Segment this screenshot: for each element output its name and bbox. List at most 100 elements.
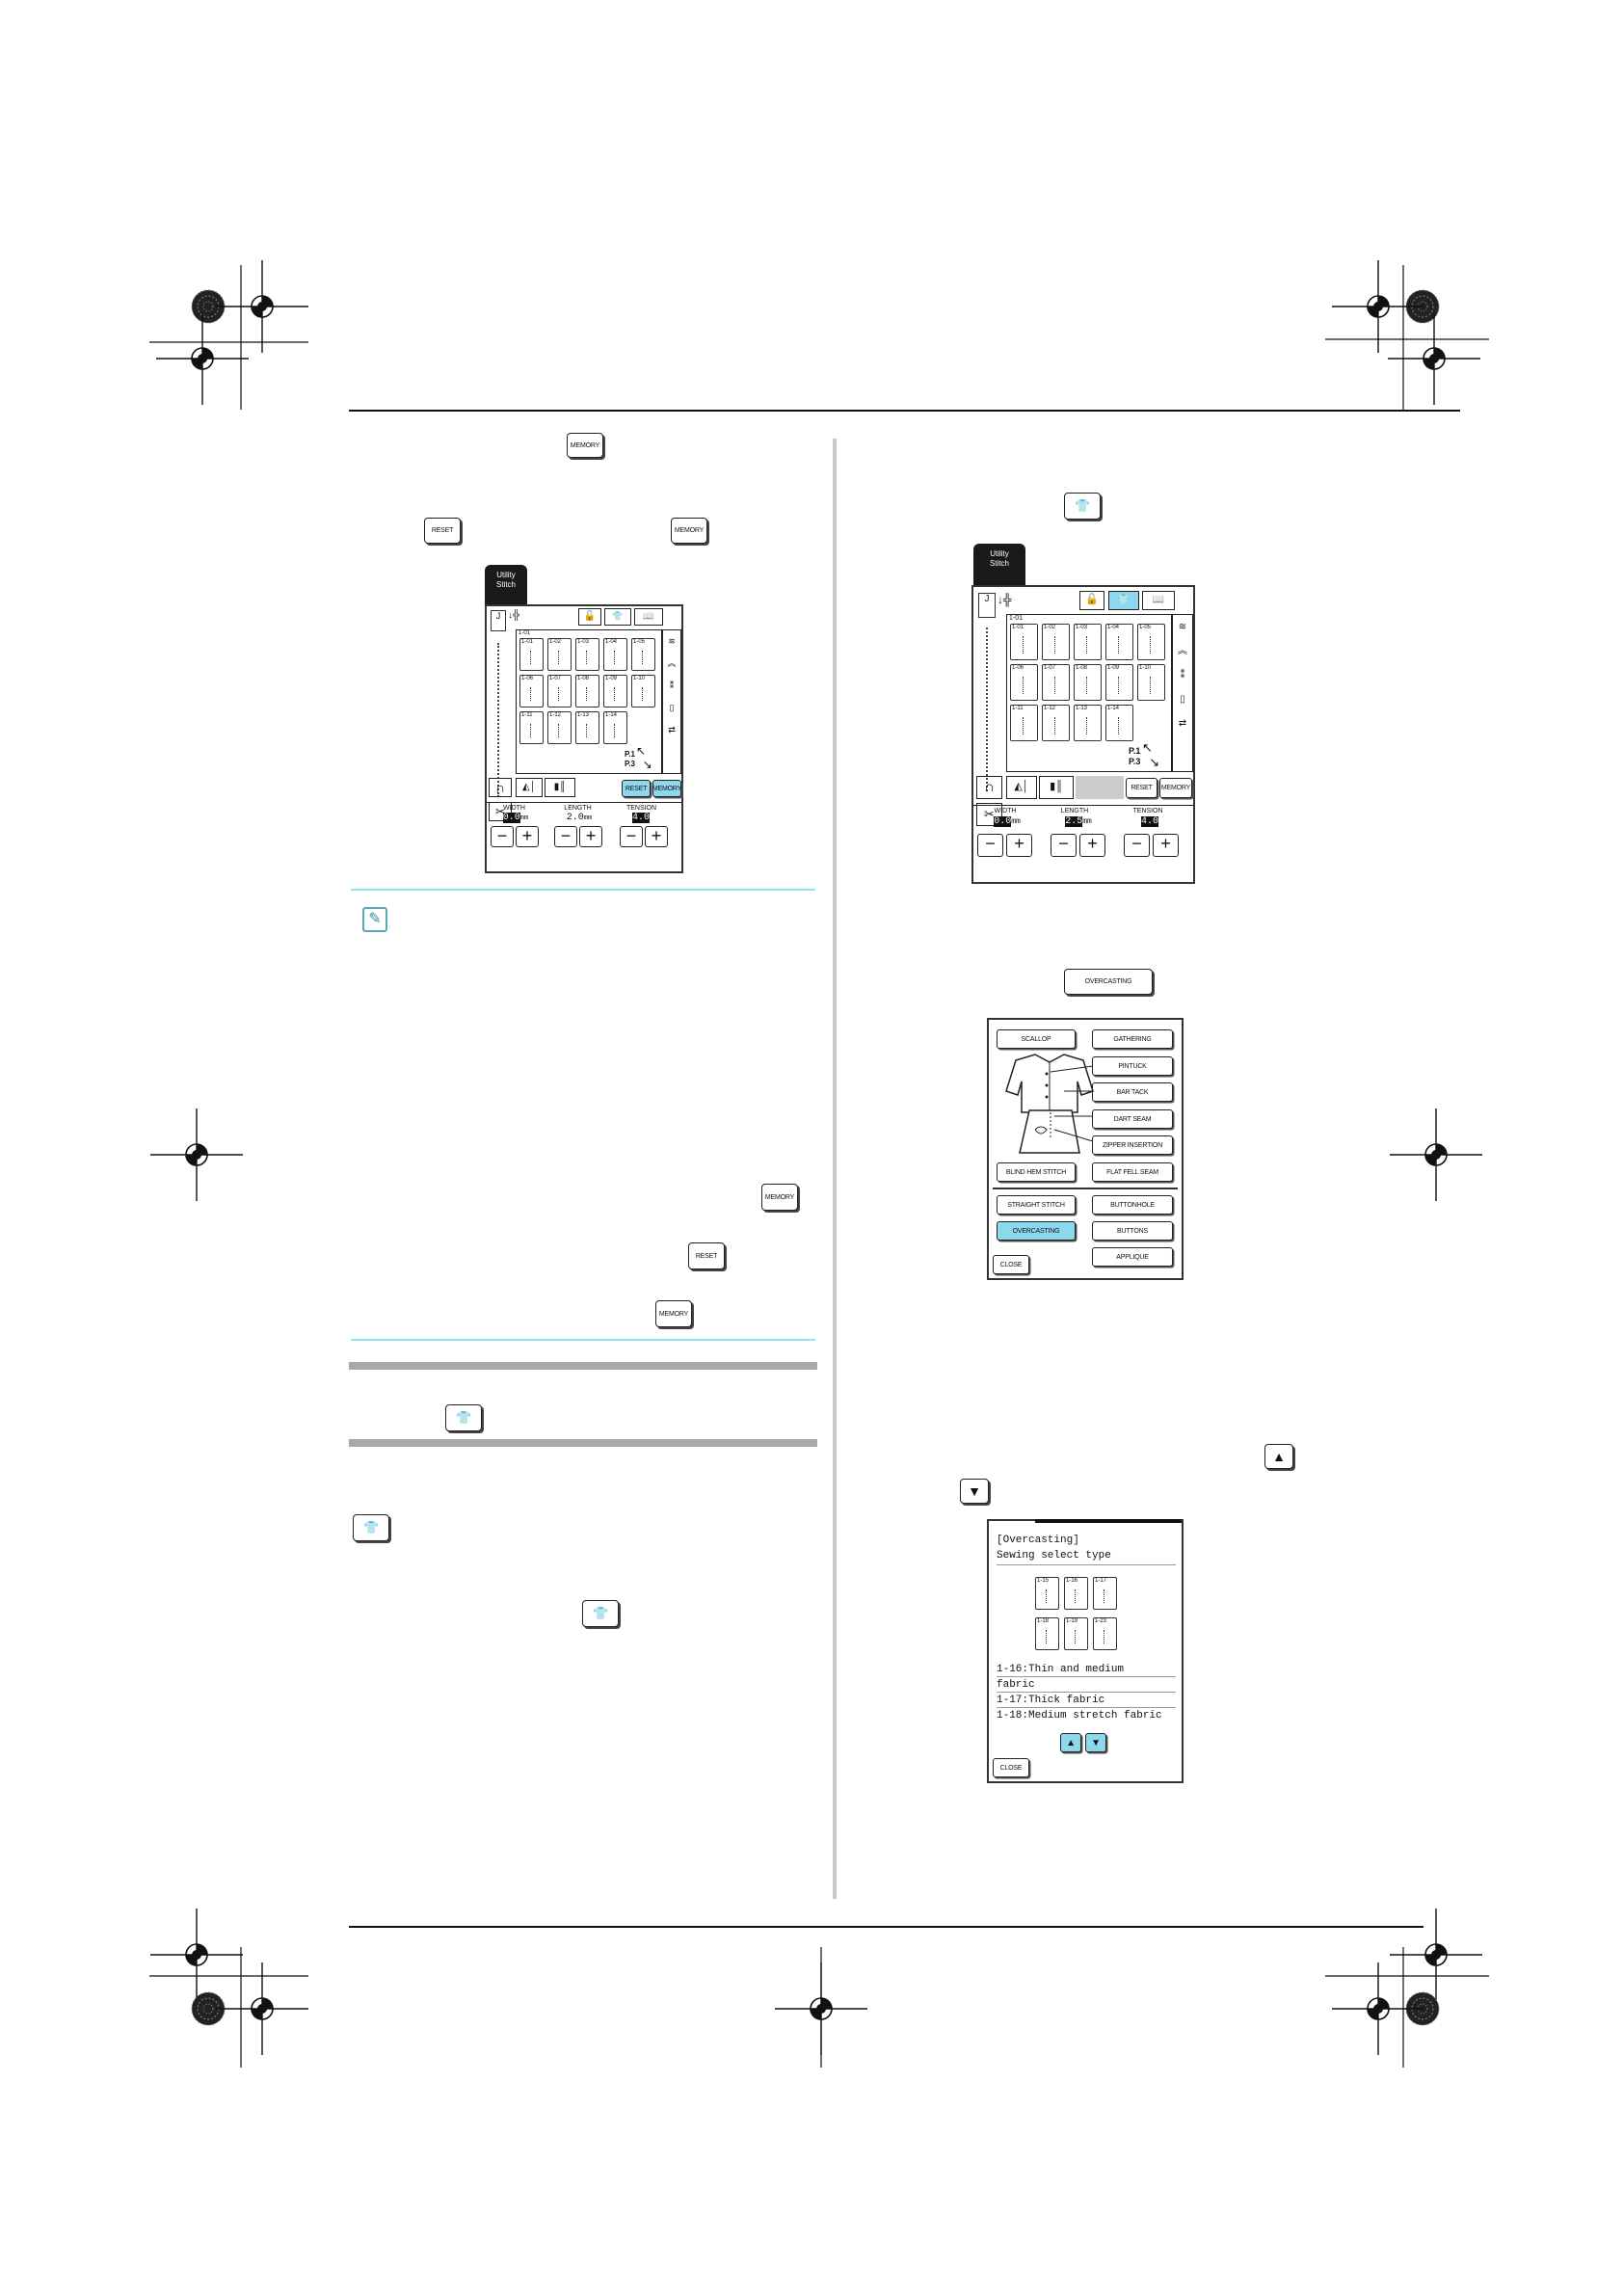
zigzag-category-icon[interactable]: ≋ [1178,622,1187,632]
gathering-button[interactable]: GATHERING [1092,1029,1173,1049]
memory-button-inline[interactable]: MEMORY [671,518,707,544]
tension-plus-button[interactable]: + [645,826,668,847]
chevron-category-icon[interactable]: ︽ [667,658,677,668]
stitch-cell[interactable]: 1-01 [1010,624,1038,660]
stitch-cell[interactable]: 1-05 [631,638,655,671]
memory-button-inline[interactable]: MEMORY [655,1300,692,1327]
close-button[interactable]: CLOSE [993,1255,1029,1274]
width-minus-button[interactable]: − [491,826,514,847]
stitch-cell[interactable]: 1-04 [1105,624,1133,660]
cross-stitch-category-icon[interactable]: ⁑ [669,681,675,690]
sewing-guide-button-inline[interactable]: 👕 [445,1404,482,1431]
utility-stitch-tab[interactable]: Utility Stitch [973,544,1025,587]
stitch-cell[interactable]: 1-07 [1042,664,1070,701]
sewing-guide-button-inline[interactable]: 👕 [353,1514,389,1541]
stitch-cell[interactable]: 1-04 [603,638,627,671]
stitch-cell[interactable]: 1-18 [1035,1617,1059,1650]
scroll-up-button[interactable]: ▲ [1060,1733,1081,1752]
stitch-cell[interactable]: 1-13 [1074,705,1102,741]
close-button[interactable]: CLOSE [993,1758,1029,1777]
stitch-cell[interactable]: 1-03 [575,638,599,671]
width-minus-button[interactable]: − [977,834,1003,857]
length-plus-button[interactable]: + [579,826,602,847]
chevron-category-icon[interactable]: ︽ [1178,646,1187,656]
stitch-cell[interactable]: 1-10 [631,675,655,707]
scallop-button[interactable]: SCALLOP [997,1029,1076,1049]
width-plus-button[interactable]: + [516,826,539,847]
length-minus-button[interactable]: − [554,826,577,847]
length-plus-button[interactable]: + [1079,834,1105,857]
stitch-cell[interactable]: 1-06 [519,675,544,707]
stitch-cell[interactable]: 1-12 [547,711,572,744]
width-plus-button[interactable]: + [1006,834,1032,857]
needle-mode-button[interactable]: ▮║ [1039,776,1074,799]
reset-button-inline[interactable]: RESET [688,1242,725,1269]
tension-plus-button[interactable]: + [1153,834,1179,857]
overcasting-button[interactable]: OVERCASTING [997,1221,1076,1241]
stitch-cell[interactable]: 1-19 [1064,1617,1088,1650]
stitch-cell[interactable]: 1-05 [1137,624,1165,660]
sewing-guide-button-inline[interactable]: 👕 [1064,493,1101,520]
stitch-cell[interactable]: 1-08 [575,675,599,707]
arrows-category-icon[interactable]: ⇄ [668,725,676,734]
stitch-cell[interactable]: 1-06 [1010,664,1038,701]
reset-button[interactable]: RESET [1126,778,1157,798]
needle-mode-button[interactable]: ▮║ [545,778,575,797]
overcasting-button-inline[interactable]: OVERCASTING [1064,969,1153,995]
book-icon[interactable]: 📖 [634,608,663,626]
reverse-icon[interactable]: ∩ [489,778,512,797]
sewing-guide-icon[interactable]: 👕 [1108,591,1139,610]
blind-hem-stitch-button[interactable]: BLIND HEM STITCH [997,1162,1076,1182]
length-minus-button[interactable]: − [1051,834,1077,857]
stitch-cell[interactable]: 1-16 [1064,1577,1088,1610]
stitch-cell[interactable]: 1-01 [519,638,544,671]
stitch-cell[interactable]: 1-09 [603,675,627,707]
down-arrow-button-inline[interactable]: ▼ [960,1479,989,1504]
page-arrows-button[interactable]: ↖ ↘ [636,744,652,771]
scissors-icon[interactable]: ✂ [976,803,1002,826]
stitch-cell[interactable]: 1-02 [547,638,572,671]
reset-button[interactable]: RESET [622,780,651,797]
stitch-cell[interactable]: 1-13 [575,711,599,744]
bar-tack-button[interactable]: BAR TACK [1092,1082,1173,1102]
tension-minus-button[interactable]: − [620,826,643,847]
reset-button-inline[interactable]: RESET [424,518,461,544]
flat-fell-seam-button[interactable]: FLAT FELL SEAM [1092,1162,1173,1182]
straight-stitch-button[interactable]: STRAIGHT STITCH [997,1195,1076,1215]
applique-button[interactable]: APPLIQUE [1092,1247,1173,1267]
zigzag-category-icon[interactable]: ≋ [668,636,676,646]
stitch-cell[interactable]: 1-10 [1137,664,1165,701]
stitch-cell[interactable]: 1-02 [1042,624,1070,660]
memory-button[interactable]: MEMORY [1159,778,1192,798]
memory-button[interactable]: MEMORY [652,780,681,797]
lock-icon[interactable]: 🔓 [578,608,601,626]
sewing-guide-icon[interactable]: 👕 [604,608,631,626]
stitch-cell[interactable]: 1-23 [1093,1617,1117,1650]
stitch-cell[interactable]: 1-09 [1105,664,1133,701]
zipper-insertion-button[interactable]: ZIPPER INSERTION [1092,1135,1173,1155]
mirror-button[interactable]: ◭│ [1006,776,1037,799]
stitch-cell[interactable]: 1-12 [1042,705,1070,741]
tension-minus-button[interactable]: − [1124,834,1150,857]
arrows-category-icon[interactable]: ⇄ [1178,718,1187,729]
memory-button-inline[interactable]: MEMORY [567,433,603,458]
stitch-cell[interactable]: 1-07 [547,675,572,707]
pintuck-button[interactable]: PINTUCK [1092,1056,1173,1076]
book-icon[interactable]: 📖 [1142,591,1175,610]
stitch-cell[interactable]: 1-14 [1105,705,1133,741]
stitch-cell[interactable]: 1-14 [603,711,627,744]
buttonhole-button[interactable]: BUTTONHOLE [1092,1195,1173,1215]
buttons-button[interactable]: BUTTONS [1092,1221,1173,1241]
memory-button-inline[interactable]: MEMORY [761,1184,798,1211]
stitch-cell[interactable]: 1-11 [1010,705,1038,741]
utility-stitch-tab[interactable]: Utility Stitch [485,565,527,605]
mirror-button[interactable]: ◭│ [516,778,543,797]
page-arrows-button[interactable]: ↖ ↘ [1142,740,1160,769]
stitch-cell[interactable]: 1-15 [1035,1577,1059,1610]
buttonhole-category-icon[interactable]: ▯ [1180,694,1185,705]
cross-stitch-category-icon[interactable]: ⁑ [1180,670,1185,681]
stitch-cell[interactable]: 1-08 [1074,664,1102,701]
reverse-icon[interactable]: ∩ [976,776,1002,799]
stitch-cell[interactable]: 1-03 [1074,624,1102,660]
up-arrow-button-inline[interactable]: ▲ [1264,1444,1293,1469]
